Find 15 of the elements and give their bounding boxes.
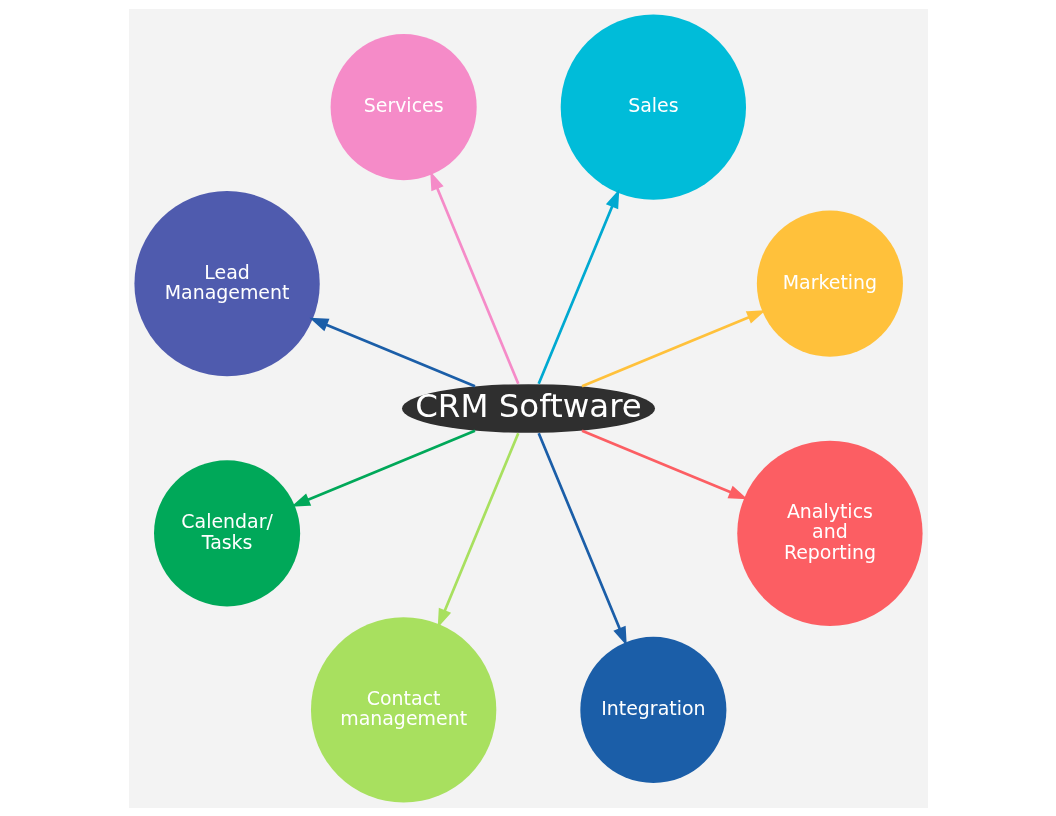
arrow: [308, 317, 475, 388]
node-circle: Analytics and Reporting: [736, 440, 923, 626]
node-circle: Lead Management: [133, 190, 320, 376]
node-circle: Services: [330, 33, 477, 180]
node-circle: Calendar/ Tasks: [153, 459, 300, 606]
arrow: [536, 432, 627, 646]
arrow: [581, 428, 748, 499]
node-circle: Sales: [560, 13, 746, 200]
arrow: [536, 188, 619, 384]
node-ellipse: CRM Software: [401, 383, 655, 433]
arrow: [437, 432, 520, 628]
node-circle: Integration: [579, 636, 726, 783]
arrow: [581, 309, 766, 388]
node-circle: Marketing: [756, 210, 903, 357]
node-circle: Contact management: [310, 616, 496, 803]
